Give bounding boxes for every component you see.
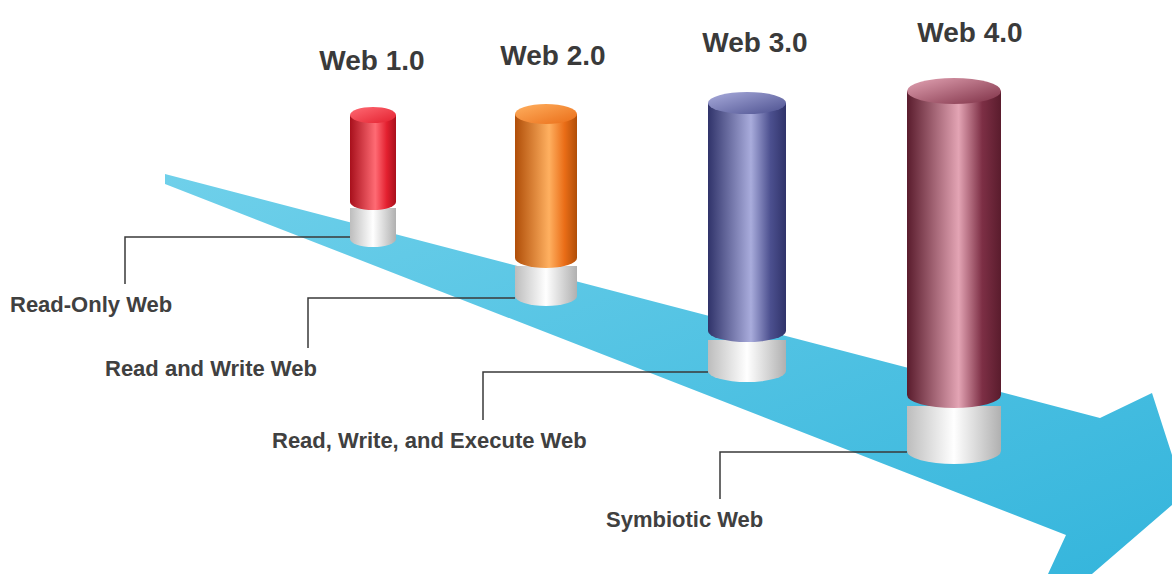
cylinder-top bbox=[350, 107, 396, 123]
era-title: Web 4.0 bbox=[917, 17, 1022, 49]
cylinder-top bbox=[515, 104, 577, 124]
era-description: Symbiotic Web bbox=[606, 507, 763, 533]
era-description: Read-Only Web bbox=[10, 292, 172, 318]
cylinder-body bbox=[708, 103, 786, 342]
cylinder-body bbox=[350, 115, 396, 210]
era-description: Read, Write, and Execute Web bbox=[272, 428, 587, 454]
cylinder-bar: Web 2.0 bbox=[515, 104, 577, 306]
era-title: Web 3.0 bbox=[702, 27, 807, 59]
era-description: Read and Write Web bbox=[105, 356, 317, 382]
era-title: Web 1.0 bbox=[319, 45, 424, 77]
cylinder-base bbox=[515, 266, 577, 306]
cylinder-shape bbox=[350, 107, 396, 247]
cylinder-base bbox=[350, 208, 396, 247]
cylinder-bar: Web 1.0 bbox=[350, 107, 396, 247]
cylinder-body bbox=[907, 91, 1001, 408]
cylinder-shape bbox=[515, 104, 577, 306]
leader-line bbox=[125, 237, 350, 284]
leader-line bbox=[308, 298, 515, 348]
cylinder-top bbox=[907, 78, 1001, 104]
leader-line bbox=[483, 372, 708, 420]
cylinder-shape bbox=[907, 78, 1001, 464]
cylinder-shape bbox=[708, 92, 786, 382]
cylinder-bar: Web 4.0 bbox=[907, 78, 1001, 464]
cylinder-bar: Web 3.0 bbox=[708, 92, 786, 382]
cylinder-body bbox=[515, 114, 577, 268]
leader-line bbox=[720, 452, 907, 499]
cylinder-base bbox=[907, 406, 1001, 464]
cylinder-base bbox=[708, 340, 786, 382]
era-title: Web 2.0 bbox=[500, 40, 605, 72]
cylinder-top bbox=[708, 92, 786, 114]
